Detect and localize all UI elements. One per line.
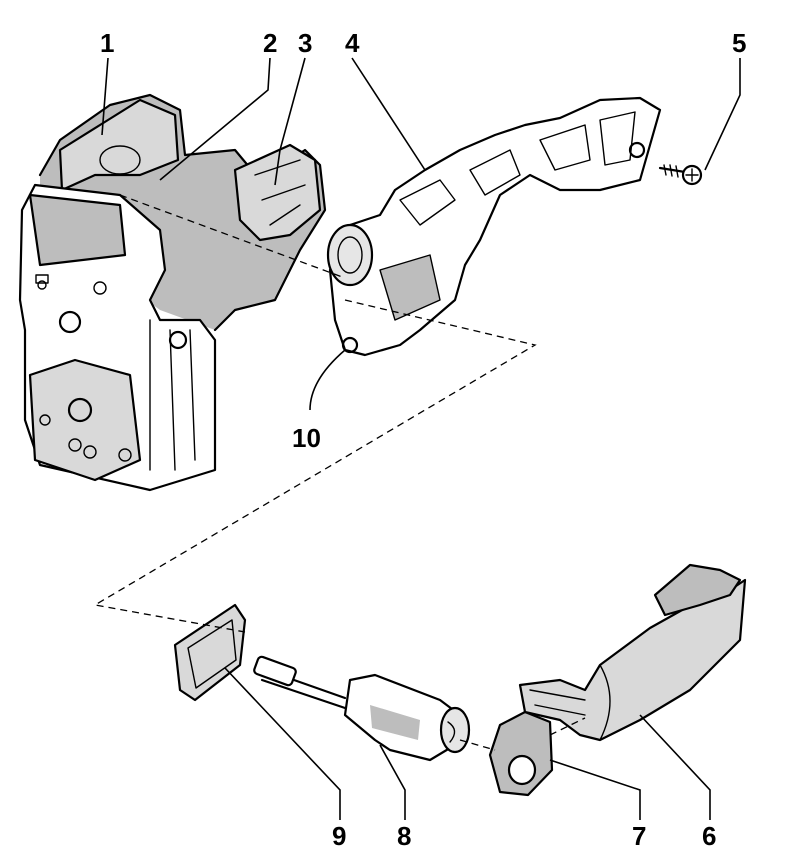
escutcheon-cap [488, 710, 554, 797]
callout-6: 6 [702, 821, 716, 851]
callout-5: 5 [732, 28, 746, 58]
gasket [173, 603, 247, 702]
lock-cylinder [253, 655, 471, 762]
door-handle [518, 563, 747, 742]
callout-2: 2 [263, 28, 277, 58]
screw [658, 164, 703, 186]
leader-lines [101, 57, 741, 820]
callout-1: 1 [100, 28, 114, 58]
assembly-guide-lines [93, 194, 586, 751]
door-lock-assembly [18, 93, 327, 492]
callout-3: 3 [298, 28, 312, 58]
callout-10: 10 [292, 423, 321, 453]
callout-4: 4 [345, 28, 360, 58]
callout-7: 7 [632, 821, 646, 851]
callout-8: 8 [397, 821, 411, 851]
handle-carrier [326, 96, 662, 357]
callout-labels: 1 2 3 4 5 10 9 8 7 6 [100, 28, 746, 851]
callout-9: 9 [332, 821, 346, 851]
